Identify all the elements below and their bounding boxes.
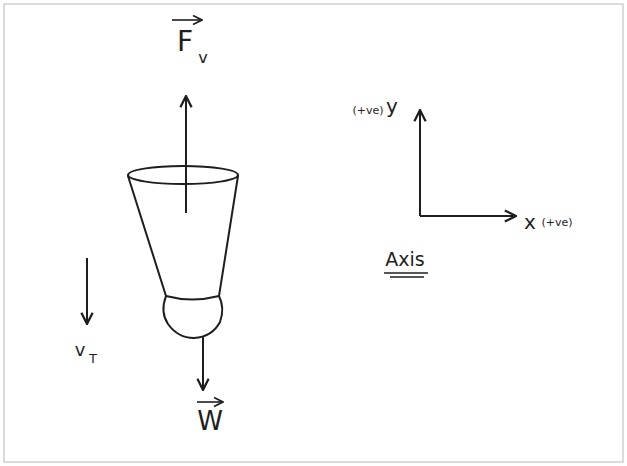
- velocity-symbol: v: [75, 341, 86, 359]
- subscript: T: [89, 352, 97, 365]
- drag-force-arrow: [185, 96, 187, 213]
- velocity-arrow: [86, 258, 88, 324]
- vector-mark: [172, 19, 202, 21]
- subscript: v: [198, 50, 207, 66]
- weight-arrow: [202, 336, 204, 390]
- axis-sign: (+ve): [541, 217, 572, 228]
- axis-heading: Axis: [385, 250, 424, 269]
- force-symbol: W: [197, 408, 223, 434]
- axis-sign: (+ve): [352, 105, 383, 116]
- axis-name: x: [524, 212, 536, 232]
- force-symbol: F: [177, 28, 193, 56]
- underline: [384, 273, 428, 277]
- frame: [4, 4, 623, 462]
- vector-mark: [197, 401, 223, 403]
- axis-symbol: [420, 110, 516, 216]
- axis-name: y: [386, 96, 398, 116]
- shuttlecock: [128, 166, 238, 338]
